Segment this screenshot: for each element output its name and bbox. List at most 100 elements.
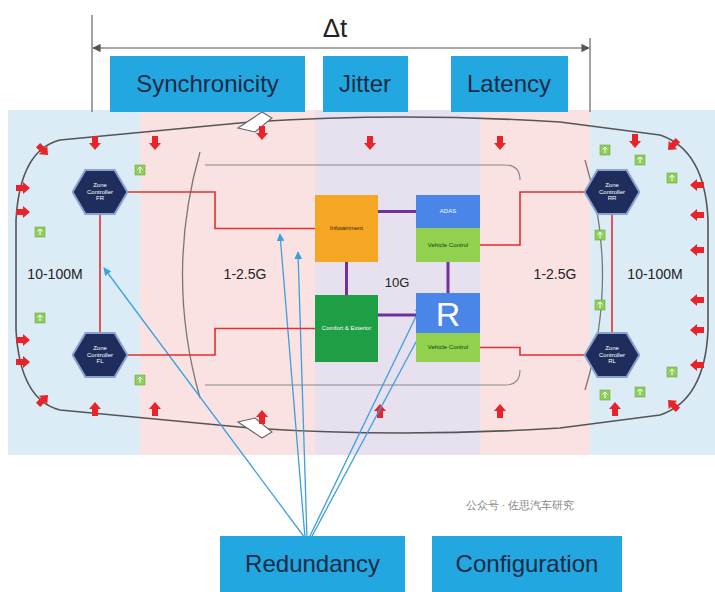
sensor-arrow [494,404,506,418]
actuator-glyph [603,392,608,398]
controller-label: Zone Controller FL [83,345,117,366]
metric-label: Redundancy [245,552,380,576]
ethernet-link [480,192,584,245]
car-body [16,117,708,433]
sensor-arrow [16,356,30,368]
actuator-glyph [638,389,643,395]
metric-label: Synchronicity [136,72,279,96]
windshield [183,152,201,398]
actuator-square [595,300,605,310]
backbone-link [378,210,416,213]
actuator-square [135,165,145,175]
domain-label: Vehicle Control [428,242,468,249]
sensor-arrow [494,136,506,150]
roof-line [205,165,520,385]
actuator-glyph [598,302,603,308]
actuator-mark [595,230,605,240]
hexagon [73,170,128,214]
actuator-glyph [638,157,643,163]
sensor-arrow [16,206,30,218]
sensor-arrow [256,126,268,140]
ethernet-link [128,329,315,356]
sensor-arrow [690,209,704,221]
metric-tag: Configuration [432,536,622,592]
sensor-arrow [664,396,682,414]
bandwidth-label: 10G [385,276,410,290]
bandwidth-label: 10-100M [27,267,82,282]
sensor-arrow [16,334,30,346]
zone-band [480,110,590,455]
compute-domain: Infotainment [315,195,378,262]
sensor-arrow [149,402,161,416]
actuator-square [135,375,145,385]
metric-tag: Synchronicity [110,56,305,112]
sensor-arrow [256,410,268,424]
actuator-square [600,390,610,400]
zone-band [315,110,480,455]
ethernet-link [611,215,613,332]
sensor-arrow [89,402,101,416]
controller-label: Zone Controller RR [595,182,629,203]
hexagon [585,333,640,377]
actuator-square [635,155,645,165]
sensor-arrow [690,244,704,256]
actuator-mark [667,173,677,183]
sensor-arrow [16,182,30,194]
actuator-mark [595,300,605,310]
sensor-arrow [609,402,621,416]
actuator-glyph [670,175,675,181]
sensor-arrow [690,179,704,191]
actuator-square [595,230,605,240]
ethernet-link [480,348,584,356]
actuator-mark [635,155,645,165]
actuator-glyph [38,315,43,321]
dimension-line [93,47,589,48]
side-mirror [238,112,272,132]
sensor-arrow [664,136,682,154]
domain-label: Comfort & Exterior [322,325,371,332]
sensor-arrow [690,294,704,306]
sensor-arrow [34,141,52,159]
actuator-mark [600,390,610,400]
watermark: 公众号 · 佐思汽车研究 [466,499,575,511]
actuator-mark [135,165,145,175]
hexagon [585,170,640,214]
actuator-glyph [603,147,608,153]
metric-tag: Jitter [323,56,408,112]
bandwidth-label: 1-2.5G [224,267,267,282]
zone-band [590,110,715,455]
leader-line [104,268,305,538]
compute-domain: ADAS [416,195,480,228]
side-mirror [238,418,272,438]
actuator-square [667,173,677,183]
zone-controller: Zone Controller FL [72,332,128,378]
actuator-mark [635,387,645,397]
metric-label: Latency [467,72,551,96]
actuator-square [600,145,610,155]
sensor-arrow [34,391,52,409]
metric-tag: Latency [451,56,568,112]
sensor-arrow [629,134,641,148]
actuator-marks [35,145,677,400]
hexagon [73,333,128,377]
sensor-arrow [690,359,704,371]
actuator-mark [667,367,677,377]
ethernet-link [128,192,315,229]
actuator-square [35,227,45,237]
controller-label: Zone Controller RL [595,345,629,366]
controller-label: Zone Controller FR [83,182,117,203]
leader-line [298,252,307,538]
time-delta: Δt [323,14,348,43]
actuator-glyph [598,232,603,238]
actuator-mark [135,375,145,385]
ethernet-link [99,215,101,332]
backbone-link [345,262,348,295]
bandwidth-label: 1-2.5G [534,267,577,282]
backbone-link [378,314,416,317]
compute-domain: Vehicle Control [416,333,480,362]
zone-controller: Zone Controller FR [72,169,128,215]
sensor-arrow [149,136,161,150]
actuator-mark [35,313,45,323]
sensor-arrow [364,136,376,150]
actuator-square [35,313,45,323]
